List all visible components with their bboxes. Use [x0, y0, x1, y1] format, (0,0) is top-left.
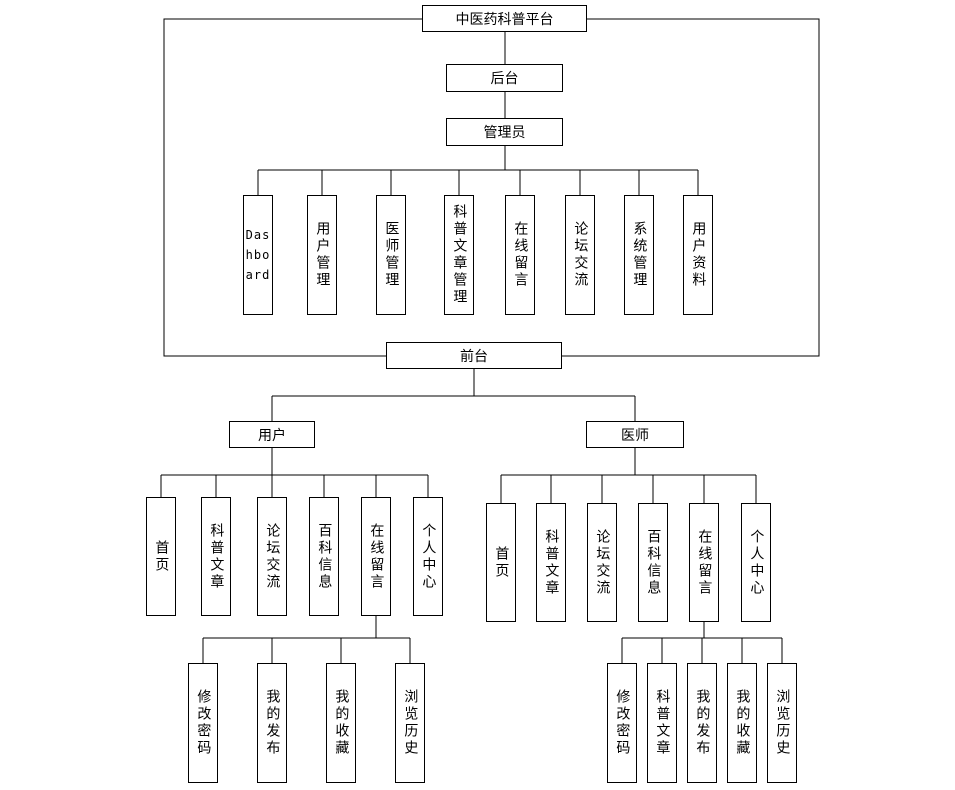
backend-node: 后台	[446, 64, 563, 92]
doctor-personal-node: 我的收藏	[727, 663, 757, 783]
user-personal-node: 我的发布	[257, 663, 287, 783]
connector-line	[163, 18, 422, 357]
backend-module-node: 系统管理	[624, 195, 654, 315]
user-personal-node: 修改密码	[188, 663, 218, 783]
user-module-node: 科普文章	[201, 497, 231, 616]
doctor-module-node: 在线留言	[689, 503, 719, 622]
user-module-node: 论坛交流	[257, 497, 287, 616]
backend-module-node: Dashboard	[243, 195, 273, 315]
doctor-module-node: 论坛交流	[587, 503, 617, 622]
user-module-node: 首页	[146, 497, 176, 616]
doctor-personal-node: 我的发布	[687, 663, 717, 783]
doctor-module-node: 个人中心	[741, 503, 771, 622]
doctor-personal-node: 修改密码	[607, 663, 637, 783]
user-personal-node: 我的收藏	[326, 663, 356, 783]
user-personal-node: 浏览历史	[395, 663, 425, 783]
doctor-node: 医师	[586, 421, 684, 448]
doctor-module-node: 科普文章	[536, 503, 566, 622]
doctor-module-node: 百科信息	[638, 503, 668, 622]
doctor-module-node: 首页	[486, 503, 516, 622]
backend-module-node: 医师管理	[376, 195, 406, 315]
backend-module-node: 在线留言	[505, 195, 535, 315]
user-module-node: 个人中心	[413, 497, 443, 616]
module-label: Dashboard	[245, 228, 271, 282]
doctor-personal-node: 浏览历史	[767, 663, 797, 783]
frontend-node: 前台	[386, 342, 562, 369]
backend-module-node: 用户资料	[683, 195, 713, 315]
platform-title-node: 中医药科普平台	[422, 5, 587, 32]
doctor-personal-node: 科普文章	[647, 663, 677, 783]
backend-module-node: 论坛交流	[565, 195, 595, 315]
admin-node: 管理员	[446, 118, 563, 146]
backend-module-node: 科普文章管理	[444, 195, 474, 315]
user-node: 用户	[229, 421, 315, 448]
backend-module-node: 用户管理	[307, 195, 337, 315]
connector-line	[562, 18, 820, 357]
user-module-node: 百科信息	[309, 497, 339, 616]
user-module-node: 在线留言	[361, 497, 391, 616]
